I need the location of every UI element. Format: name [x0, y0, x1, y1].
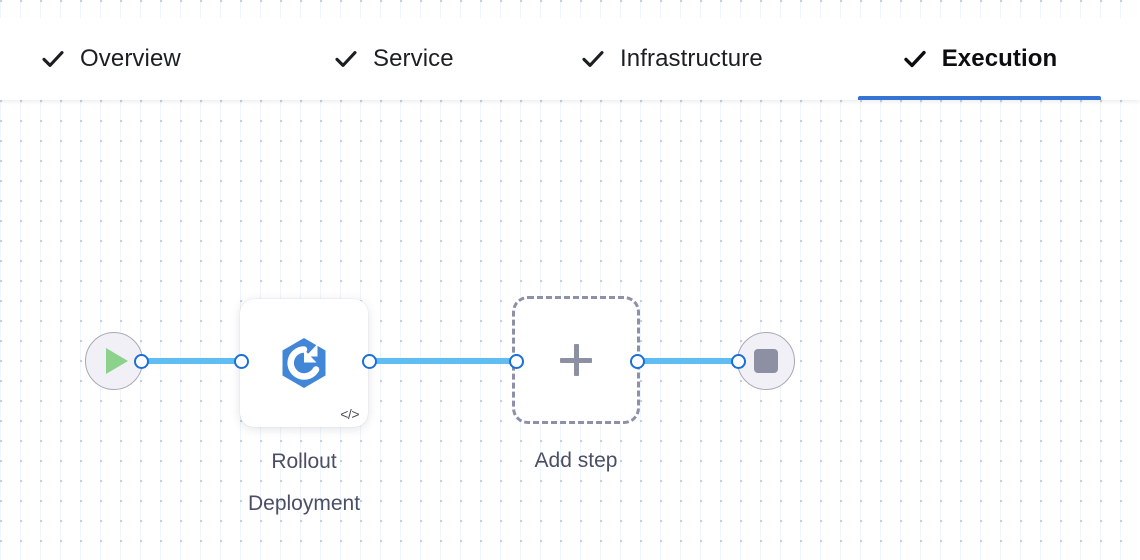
port-step-input[interactable]	[234, 354, 249, 369]
tab-execution-content: Execution	[902, 46, 1058, 72]
plus-icon-vertical	[573, 344, 579, 376]
tab-infrastructure[interactable]: Infrastructure	[580, 18, 820, 100]
tab-list: Overview Service Infrastructur	[0, 18, 1140, 100]
port-add-output[interactable]	[630, 354, 645, 369]
port-step-output[interactable]	[362, 354, 377, 369]
check-icon	[40, 46, 66, 72]
connector-add-to-end[interactable]	[637, 358, 739, 364]
start-node[interactable]	[85, 332, 143, 390]
port-end-input[interactable]	[731, 354, 746, 369]
tab-active-indicator	[858, 96, 1101, 100]
rollout-deployment-icon	[277, 336, 331, 390]
tab-execution-label: Execution	[941, 45, 1058, 72]
stop-icon	[754, 349, 778, 373]
tab-service-label: Service	[373, 45, 454, 72]
step-node-label: Rollout Deployment	[247, 450, 361, 515]
code-badge-icon: </>	[340, 406, 359, 422]
tab-overview[interactable]: Overview	[40, 18, 250, 100]
execution-graph: </> Rollout Deployment Add step	[0, 100, 1140, 560]
tab-overview-label: Overview	[80, 45, 181, 72]
check-icon	[333, 46, 359, 72]
connector-start-to-step[interactable]	[141, 358, 242, 364]
pipeline-stage-tabbar: Overview Service Infrastructur	[0, 18, 1140, 100]
check-icon	[902, 46, 928, 72]
port-start-output[interactable]	[134, 354, 149, 369]
connector-step-to-add[interactable]	[369, 358, 517, 364]
check-icon	[580, 46, 606, 72]
step-node-rollout-deployment[interactable]: </>	[240, 299, 368, 427]
tab-execution[interactable]: Execution	[858, 18, 1101, 100]
tab-service[interactable]: Service	[333, 18, 513, 100]
add-step-label: Add step	[534, 449, 618, 472]
play-icon	[105, 348, 128, 374]
tab-infrastructure-label: Infrastructure	[620, 45, 763, 72]
port-add-input[interactable]	[509, 354, 524, 369]
add-step-node[interactable]	[512, 296, 640, 424]
